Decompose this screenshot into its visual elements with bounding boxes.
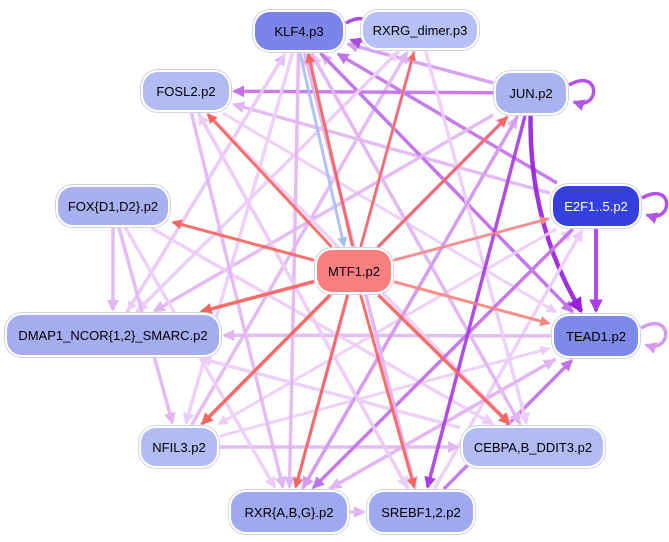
edge-klf4-rxr — [283, 52, 301, 489]
self-loop-tead1 — [640, 321, 668, 354]
edge-fosl2-srebf — [196, 112, 409, 489]
edge-jun-dmap1 — [152, 113, 494, 313]
edge-fox-rxr — [124, 227, 277, 489]
node-srebf[interactable]: SREBF1,2.p2 — [369, 492, 473, 532]
node-mtf1[interactable]: MTF1.p2 — [317, 250, 391, 292]
edge-fosl2-rxr — [189, 112, 287, 489]
node-tead1[interactable]: TEAD1.p2 — [554, 316, 638, 356]
node-e2f[interactable]: E2F1..5.p2 — [553, 186, 639, 226]
node-fosl2[interactable]: FOSL2.p2 — [143, 72, 229, 110]
edge-mtf1-fox — [171, 219, 315, 262]
edge-mtf1-cebpa — [377, 293, 511, 425]
node-label: MTF1.p2 — [327, 263, 380, 279]
node-jun[interactable]: JUN.p2 — [496, 73, 566, 113]
node-label: CEBPA,B_DDIT3.p2 — [473, 439, 593, 455]
edge-jun-klf4 — [346, 40, 494, 85]
node-label: FOSL2.p2 — [156, 83, 216, 99]
self-loop-e2f — [641, 191, 669, 224]
edge-mtf1-dmap1 — [199, 279, 315, 315]
node-label: RXRG_dimer.p3 — [372, 22, 468, 38]
edge-nfil3-tead1 — [219, 345, 551, 438]
node-rxr[interactable]: RXR{A,B,G}.p2 — [231, 492, 347, 532]
edge-mtf1-e2f — [393, 216, 550, 262]
node-cebpa[interactable]: CEBPA,B_DDIT3.p2 — [463, 428, 603, 466]
edge-fox-cebpa — [150, 226, 495, 426]
node-label: E2F1..5.p2 — [564, 198, 628, 214]
edge-tead1-dmap1 — [222, 329, 552, 342]
node-label: KLF4.p3 — [274, 23, 324, 39]
edge-fosl2-tead1 — [222, 111, 558, 314]
node-dmap1[interactable]: DMAP1_NCOR{1,2}_SMARC.p2 — [7, 315, 219, 355]
node-fox[interactable]: FOX{D1,D2}.p2 — [58, 187, 168, 225]
edge-mtf1-klf4 — [305, 52, 354, 247]
edge-jun-rxr — [301, 115, 520, 489]
edge-mtf1-nfil3 — [201, 293, 332, 425]
node-label: SREBF1,2.p2 — [381, 504, 461, 520]
edge-klf4-tead1 — [319, 51, 574, 313]
edge-mtf1-rxr — [293, 294, 349, 489]
edge-mtf1-rxrg — [359, 51, 416, 248]
edge-mtf1-tead1 — [393, 280, 551, 327]
edge-mtf1-fosl2 — [206, 113, 333, 249]
node-rxrg[interactable]: RXRG_dimer.p3 — [363, 12, 477, 48]
edge-jun-srebf — [424, 115, 527, 489]
self-loop-jun — [568, 78, 596, 111]
edge-klf4-cebpa — [309, 52, 522, 425]
edge-mtf1-jun — [376, 116, 508, 249]
node-label: RXR{A,B,G}.p2 — [244, 504, 334, 520]
edge-nfil3-rxrg — [190, 51, 409, 426]
node-nfil3[interactable]: NFIL3.p2 — [141, 428, 217, 466]
edge-jun-fosl2 — [232, 85, 494, 98]
edge-klf4-mtf1 — [298, 53, 348, 248]
edge-mtf1-srebf — [359, 294, 417, 489]
node-label: FOX{D1,D2}.p2 — [67, 198, 159, 214]
node-label: DMAP1_NCOR{1,2}_SMARC.p2 — [18, 327, 208, 343]
node-klf4[interactable]: KLF4.p3 — [255, 12, 343, 50]
edge-e2f-nfil3 — [217, 227, 557, 426]
node-label: TEAD1.p2 — [566, 328, 626, 344]
node-label: NFIL3.p2 — [152, 439, 206, 455]
edge-cebpa-dmap1 — [199, 355, 461, 430]
node-label: JUN.p2 — [509, 85, 553, 101]
edge-e2f-fosl2 — [232, 101, 551, 195]
